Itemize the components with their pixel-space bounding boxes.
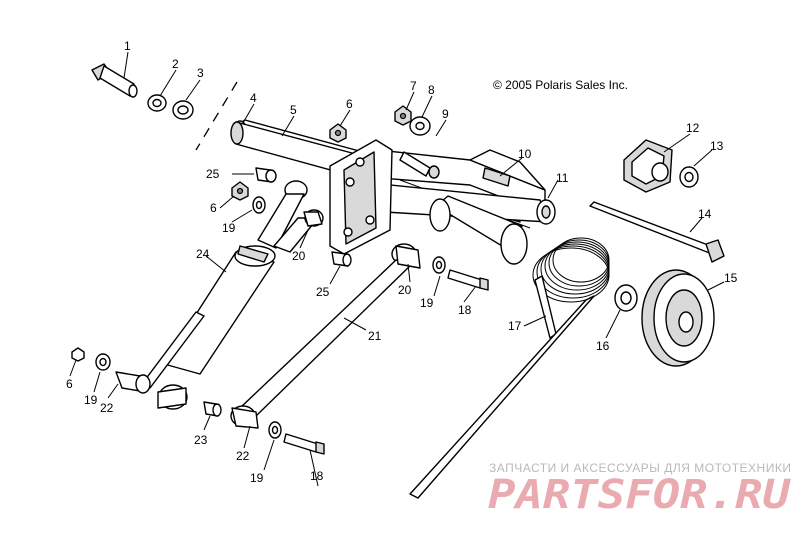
callout-23: 23 <box>194 433 208 447</box>
part-14-axle-bolt <box>589 201 725 263</box>
callout-19: 19 <box>420 296 434 310</box>
callout-5: 5 <box>290 103 297 117</box>
watermark-logo: PARTSFOR.RU <box>488 472 791 518</box>
callout-20-upper: 20 <box>292 249 306 263</box>
callout-13: 13 <box>710 139 724 153</box>
part-7-nut <box>394 105 412 126</box>
callout-18: 18 <box>458 303 472 317</box>
callout-15: 15 <box>724 271 738 285</box>
part-2-washer <box>147 94 167 112</box>
callout-12: 12 <box>686 121 700 135</box>
callout-17: 17 <box>508 319 522 333</box>
callout-9: 9 <box>442 107 449 121</box>
callout-18-lower: 18 <box>310 469 324 483</box>
callout-25: 25 <box>206 167 220 181</box>
part-1-bolt <box>91 63 138 98</box>
mounting-plate <box>329 139 393 255</box>
part-12-adjuster-block <box>623 139 673 193</box>
part-16-washer <box>614 284 638 312</box>
part-20-bushing-upper <box>303 211 323 227</box>
callout-25-lower: 25 <box>316 285 330 299</box>
part-13-washer <box>679 166 699 188</box>
callout-1: 1 <box>124 39 131 53</box>
part-17-torsion-spring <box>409 237 610 499</box>
part-19-washer-mid <box>432 256 446 274</box>
callout-14: 14 <box>698 207 712 221</box>
callout-22: 22 <box>100 401 114 415</box>
part-25-bushing-upper <box>255 167 277 183</box>
part-19-washer-lower <box>268 421 282 439</box>
callout-19-upper: 19 <box>222 221 236 235</box>
axis-line <box>195 81 238 151</box>
callout-6: 6 <box>346 97 353 111</box>
part-8-washer <box>409 116 431 136</box>
callout-21: 21 <box>368 329 382 343</box>
part-6-nut-small <box>71 347 85 362</box>
part-9-bolt <box>399 151 440 179</box>
callout-3: 3 <box>197 66 204 80</box>
callout-7: 7 <box>410 79 417 93</box>
part-10-axle-tube <box>429 195 528 265</box>
part-6-nut-left <box>231 181 249 201</box>
part-24-shock-absorber <box>141 180 324 410</box>
watermark-subtitle: ЗАПЧАСТИ И АКСЕССУАРЫ ДЛЯ МОТОТЕХНИКИ <box>489 461 791 475</box>
part-18-bolt-lower <box>283 433 325 455</box>
callout-20: 20 <box>398 283 412 297</box>
callout-19-lower: 19 <box>250 471 264 485</box>
part-15-idler-wheel <box>641 269 715 367</box>
callout-4: 4 <box>250 91 257 105</box>
part-3-washer <box>172 100 194 120</box>
part-19-washer-upper <box>252 196 266 214</box>
callout-10: 10 <box>518 147 532 161</box>
callout-11: 11 <box>556 171 569 185</box>
part-18-bolt-upper <box>447 269 489 291</box>
callout-group: 1 2 3 4 5 6 7 8 9 10 11 12 13 14 15 16 1… <box>66 39 738 487</box>
callout-24: 24 <box>196 247 210 261</box>
callout-16: 16 <box>596 339 610 353</box>
callout-2: 2 <box>172 57 179 71</box>
part-21-link-arm <box>230 243 421 429</box>
callout-19-left: 19 <box>84 393 98 407</box>
callout-8: 8 <box>428 83 435 97</box>
callout-6-small: 6 <box>66 377 73 391</box>
part-6-nut-top <box>329 123 347 143</box>
part-23-bushing <box>203 401 222 417</box>
part-19-washer-left <box>95 353 111 371</box>
part-22-bushing-left <box>115 371 151 394</box>
callout-22-lower: 22 <box>236 449 250 463</box>
callout-6-left: 6 <box>210 201 217 215</box>
copyright-notice: © 2005 Polaris Sales Inc. <box>493 78 628 92</box>
part-25-bushing-lower <box>331 251 352 267</box>
